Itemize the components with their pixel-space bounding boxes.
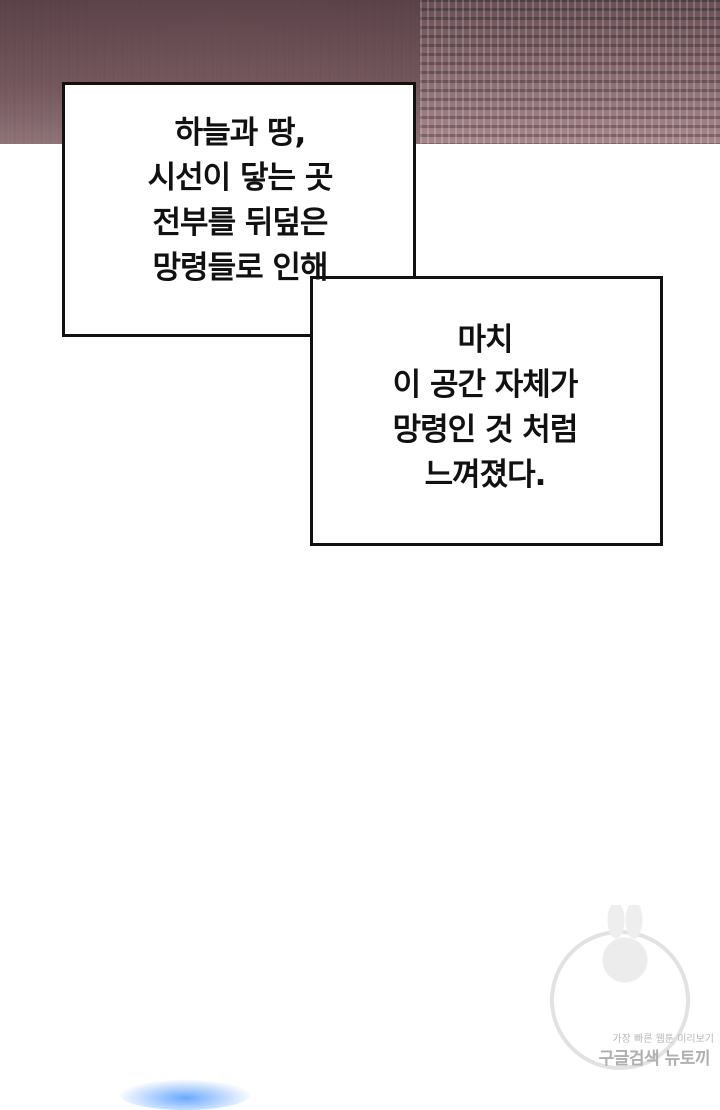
- watermark-brand: 구글검색 뉴토끼: [598, 1049, 711, 1069]
- narration-1-line-1: 하늘과 땅,: [174, 115, 307, 151]
- narration-2-line-2: 이 공간 자체가: [392, 367, 579, 403]
- narration-1-line-3: 전부를 뒤덮은: [152, 205, 329, 241]
- narration-1-line-4: 망령들로 인해: [152, 250, 329, 286]
- narration-2-line-1: 마치: [457, 322, 513, 358]
- bunny-mascot-icon: [595, 905, 655, 1005]
- narration-text-1: 하늘과 땅, 시선이 닿는 곳 전부를 뒤덮은 망령들로 인해: [90, 111, 390, 291]
- watermark-logo: 가장 빠른 웹툰 미리보기 구글검색 뉴토끼: [540, 905, 714, 1080]
- narration-text-2: 마치 이 공간 자체가 망령인 것 처럼 느껴졌다.: [330, 318, 640, 498]
- watermark-tagline: 가장 빠른 웹툰 미리보기: [612, 1034, 714, 1045]
- narration-2-line-3: 망령인 것 처럼: [392, 412, 579, 448]
- scene-crowd-of-ghosts: [420, 0, 720, 146]
- blue-glow: [120, 1080, 250, 1110]
- narration-box-join: [313, 279, 413, 334]
- narration-2-line-4: 느껴졌다.: [424, 457, 547, 493]
- narration-1-line-2: 시선이 닿는 곳: [147, 160, 334, 196]
